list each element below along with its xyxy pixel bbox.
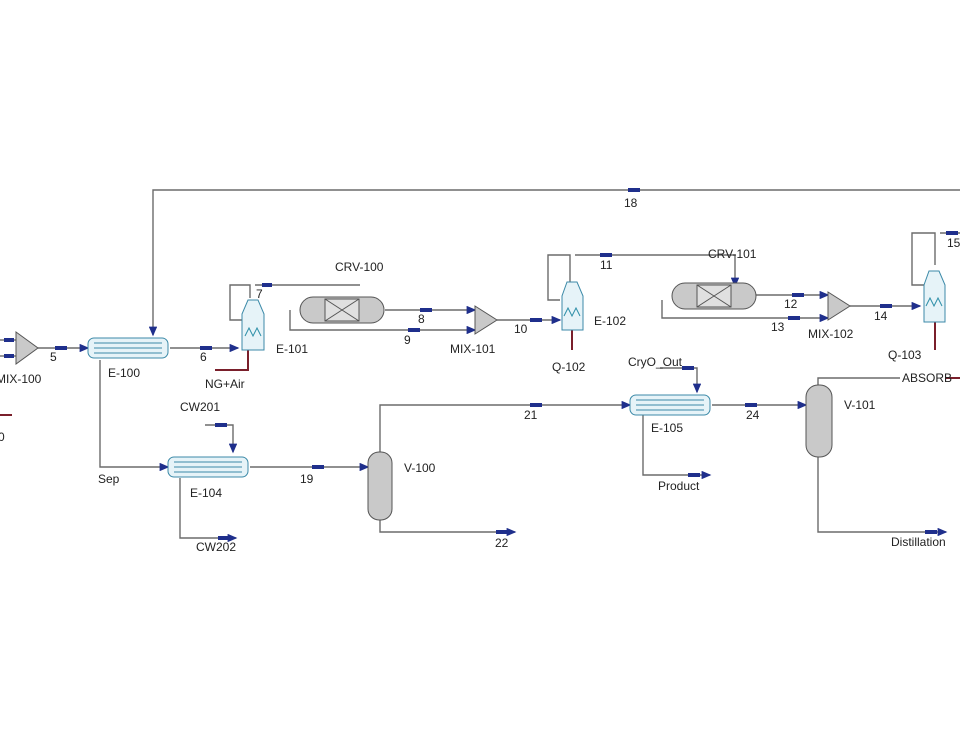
stream-7: 7 (256, 287, 263, 301)
separator-v-101[interactable] (805, 384, 833, 458)
stream-5: 5 (50, 350, 57, 364)
stream-14: 14 (874, 309, 888, 323)
label-e-104: E-104 (190, 486, 222, 500)
stream-12: 12 (784, 297, 798, 311)
stream-cw201: CW201 (180, 400, 220, 414)
labels: MIX-100 E-100 E-101 CRV-100 MIX-101 E-10… (0, 196, 960, 554)
heat-exchanger-e-104[interactable] (167, 456, 249, 478)
stream-q-102: Q-102 (552, 360, 586, 374)
heater-e-103[interactable] (923, 270, 946, 323)
label-crv-100: CRV-100 (335, 260, 384, 274)
stream-lines (0, 189, 960, 543)
stream-ng-air: NG+Air (205, 377, 245, 391)
stream-24: 24 (746, 408, 760, 422)
label-e-100: E-100 (108, 366, 140, 380)
label-crv-101: CRV-101 (708, 247, 757, 261)
stream-13: 13 (771, 320, 785, 334)
label-e-105: E-105 (651, 421, 683, 435)
label-v-101: V-101 (844, 398, 876, 412)
stream-cryo-out: CryO_Out (628, 355, 683, 369)
label-absorber: ABSORB (902, 371, 952, 385)
stream-product: Product (658, 479, 700, 493)
label-mix-102: MIX-102 (808, 327, 854, 341)
label-mix-101: MIX-101 (450, 342, 496, 356)
stream-21: 21 (524, 408, 538, 422)
heater-e-102[interactable] (561, 281, 584, 331)
separator-v-100[interactable] (367, 451, 393, 521)
label-e-101: E-101 (276, 342, 308, 356)
mixer-mix-100[interactable] (15, 331, 39, 365)
stream-cw202: CW202 (196, 540, 236, 554)
stream-q-103: Q-103 (888, 348, 922, 362)
label-e-102: E-102 (594, 314, 626, 328)
reactor-crv-100[interactable] (299, 296, 385, 324)
stream-11: 11 (600, 258, 613, 272)
label-mix-100: MIX-100 (0, 372, 42, 386)
heater-e-101[interactable] (241, 299, 265, 351)
stream-9: 9 (404, 333, 411, 347)
stream-22: 22 (495, 536, 509, 550)
label-v-100: V-100 (404, 461, 436, 475)
stream-6: 6 (200, 350, 207, 364)
stream-10: 10 (514, 322, 528, 336)
stream-18: 18 (624, 196, 638, 210)
stream-15: 15 (947, 236, 960, 250)
heat-exchanger-e-105[interactable] (629, 394, 711, 416)
mixer-mix-101[interactable] (474, 305, 498, 335)
heat-exchanger-e-100[interactable] (87, 337, 169, 359)
stream-sep: Sep (98, 472, 120, 486)
flow-arrows (4, 188, 958, 540)
stream-distillation: Distillation (891, 535, 946, 549)
stream-19: 19 (300, 472, 314, 486)
stream-left-feed: 0 (0, 430, 5, 444)
reactor-crv-101[interactable] (671, 282, 757, 310)
mixer-mix-102[interactable] (827, 291, 851, 321)
stream-8: 8 (418, 312, 425, 326)
